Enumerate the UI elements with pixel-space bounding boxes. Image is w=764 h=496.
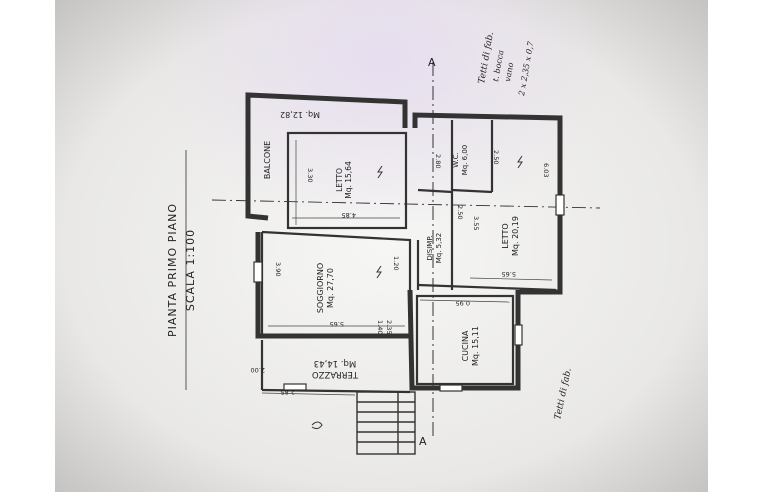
room-name-cucina: CUCINA [461,330,470,361]
room-name-balcone: BALCONE [263,141,272,179]
room-area-balcone: Mq. 12,82 [280,110,320,119]
room-area-wc: Mq. 6,00 [461,145,469,176]
room-area-cucina: Mq. 15,11 [471,326,480,366]
room-area-letto-large: Mq. 20,19 [511,216,520,256]
dim-label: 3.30 [306,168,314,182]
room-area-soggiorno: Mq. 27,70 [326,268,335,308]
room-name-wc: W.C. [452,152,460,167]
scribble-mark [311,421,323,430]
dim-label: 1.40 [376,320,384,334]
arrow-icon [517,155,523,169]
room-name-terrazzo: TERRAZZO [312,369,359,379]
dim-label: 3.55 [472,216,480,230]
arrow-icon [376,265,382,279]
dim-label: 3.90 [274,262,282,276]
dim-label: 2.80 [434,154,442,168]
note-top-line-3: vano [503,62,515,83]
room-name-letto-large: LETTO [501,223,510,248]
section-mark-top: A [428,56,436,69]
room-area-terrazzo: Mq. 14,43 [314,358,356,368]
dim-label: 2.35 [385,320,393,334]
room-name-letto-small: LETTO [335,168,344,192]
windows [253,194,565,392]
sheet-scale: SCALA 1:100 [184,229,197,311]
section-mark-bottom: A [419,435,427,448]
dim-label: 2.00 [251,366,265,374]
sheet-title: PIANTA PRIMO PIANO [166,203,179,337]
room-area-letto-small: Mq. 15,64 [344,161,353,199]
dim-label: 2.85 [281,388,295,396]
stair [356,391,416,455]
dim-label: 6.03 [542,163,550,177]
dim-label: 0.95 [456,299,470,307]
dim-label: 5.65 [330,320,344,328]
dim-label: 4.85 [342,211,356,219]
room-name-soggiorno: SOGGIORNO [316,263,325,313]
dim-label: 1.20 [392,256,400,270]
room-name-disimpegno: DISIMP. [426,235,434,260]
dimension-labels: 3.30 4.85 5.65 3.90 2.50 3.55 2.50 6.03 … [251,150,550,396]
dim-label: 5.65 [502,270,516,278]
room-area-disimpegno: Mq. 5,32 [435,233,443,264]
arrow-icon [377,165,383,179]
dim-label: 2.50 [492,150,500,164]
dim-label: 2.50 [456,205,464,219]
